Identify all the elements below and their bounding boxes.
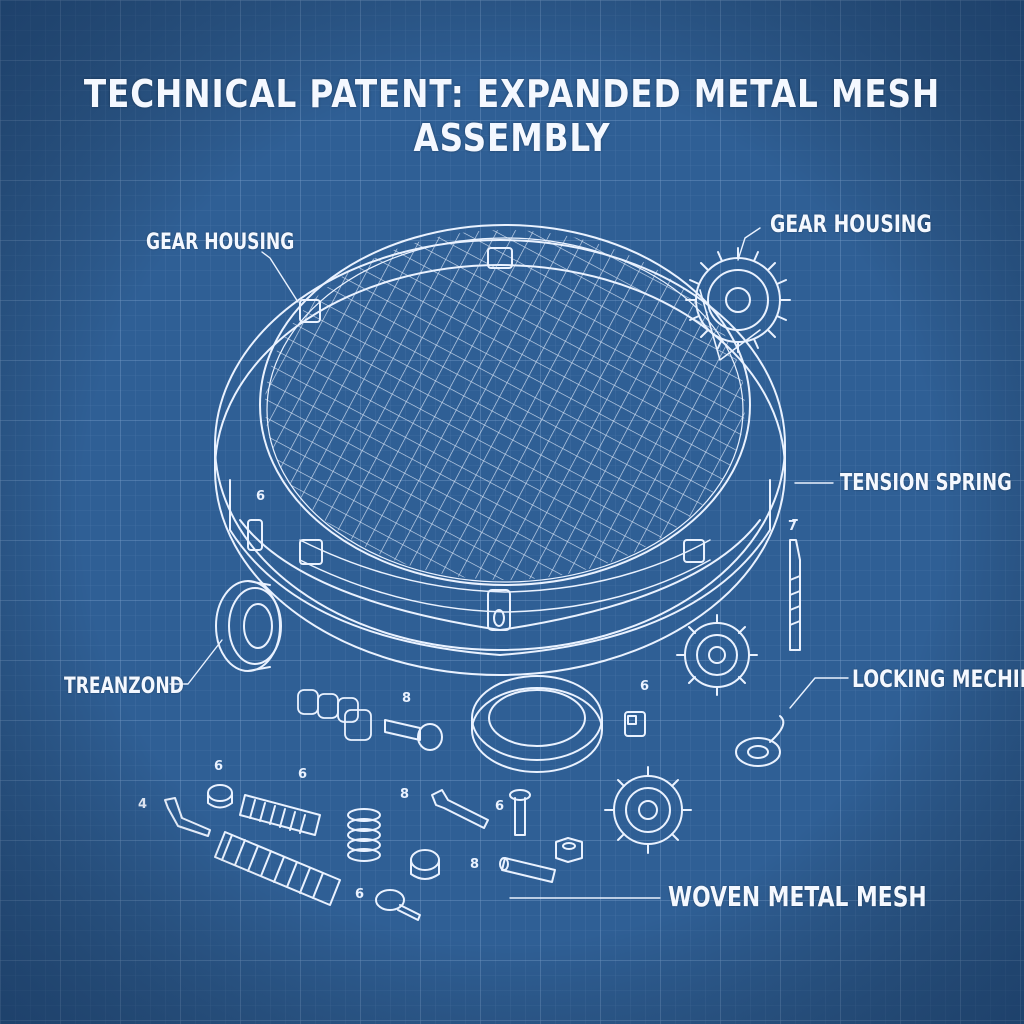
part-mark-10: 6 bbox=[355, 887, 364, 902]
part-mark-2: 8 bbox=[402, 691, 411, 706]
part-mark-3: 6 bbox=[640, 679, 649, 694]
callout-treanzond: TREANZOND bbox=[64, 674, 184, 699]
part-mark-9: 8 bbox=[470, 857, 479, 872]
part-mark-5: 6 bbox=[298, 767, 307, 782]
callout-gear-housing-left: GEAR HOUSING bbox=[146, 230, 295, 255]
callout-tension-spring: TENSION SPRING bbox=[840, 470, 1012, 496]
callout-locking-mechanism: LOCKING MECHINIST bbox=[852, 665, 1024, 693]
part-mark-4: 6 bbox=[214, 759, 223, 774]
page-title: TECHNICAL PATENT: EXPANDED METAL MESH AS… bbox=[83, 72, 941, 160]
part-mark-7: 6 bbox=[495, 799, 504, 814]
part-mark-8: 4 bbox=[138, 797, 147, 812]
callout-gear-housing-right: GEAR HOUSING bbox=[770, 210, 932, 238]
part-mark-6: 8 bbox=[400, 787, 409, 802]
callout-woven-metal-mesh: WOVEN METAL MESH bbox=[668, 880, 927, 913]
part-mark-11: 7 bbox=[788, 519, 797, 534]
part-mark-1: 6 bbox=[256, 489, 265, 504]
